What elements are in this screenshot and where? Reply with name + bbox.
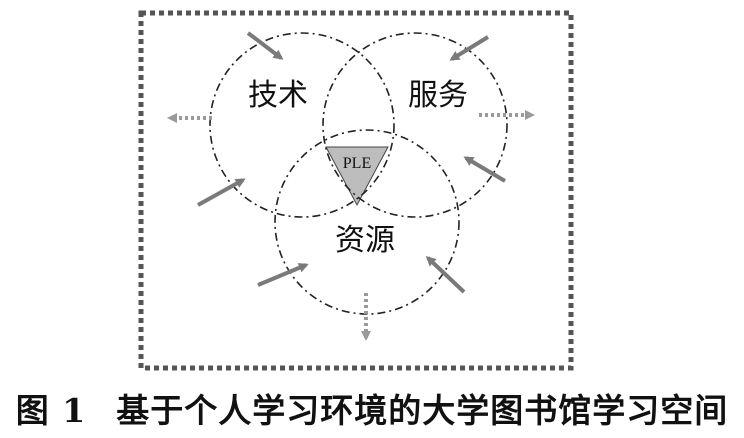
inward-arrow — [246, 31, 284, 60]
figure-title: 基于个人学习环境的大学图书馆学习空间 — [116, 391, 729, 430]
technology-label: 技术 — [248, 78, 308, 113]
inward-arrow — [197, 178, 246, 207]
inward-arrow — [463, 156, 507, 183]
figure-number: 图 1 — [15, 391, 87, 430]
resource-label: 资源 — [335, 223, 395, 258]
inward-arrow — [425, 255, 466, 294]
technology-circle — [209, 32, 395, 218]
figure-caption: 图 1 基于个人学习环境的大学图书馆学习空间 — [0, 384, 744, 432]
outer-boundary-frame — [138, 10, 574, 371]
service-label: 服务 — [408, 78, 468, 113]
ple-intersection-shape — [325, 146, 389, 207]
ple-label: PLE — [343, 155, 371, 172]
inward-arrow — [449, 35, 490, 61]
service-circle — [322, 32, 508, 218]
inward-arrow — [257, 263, 309, 287]
